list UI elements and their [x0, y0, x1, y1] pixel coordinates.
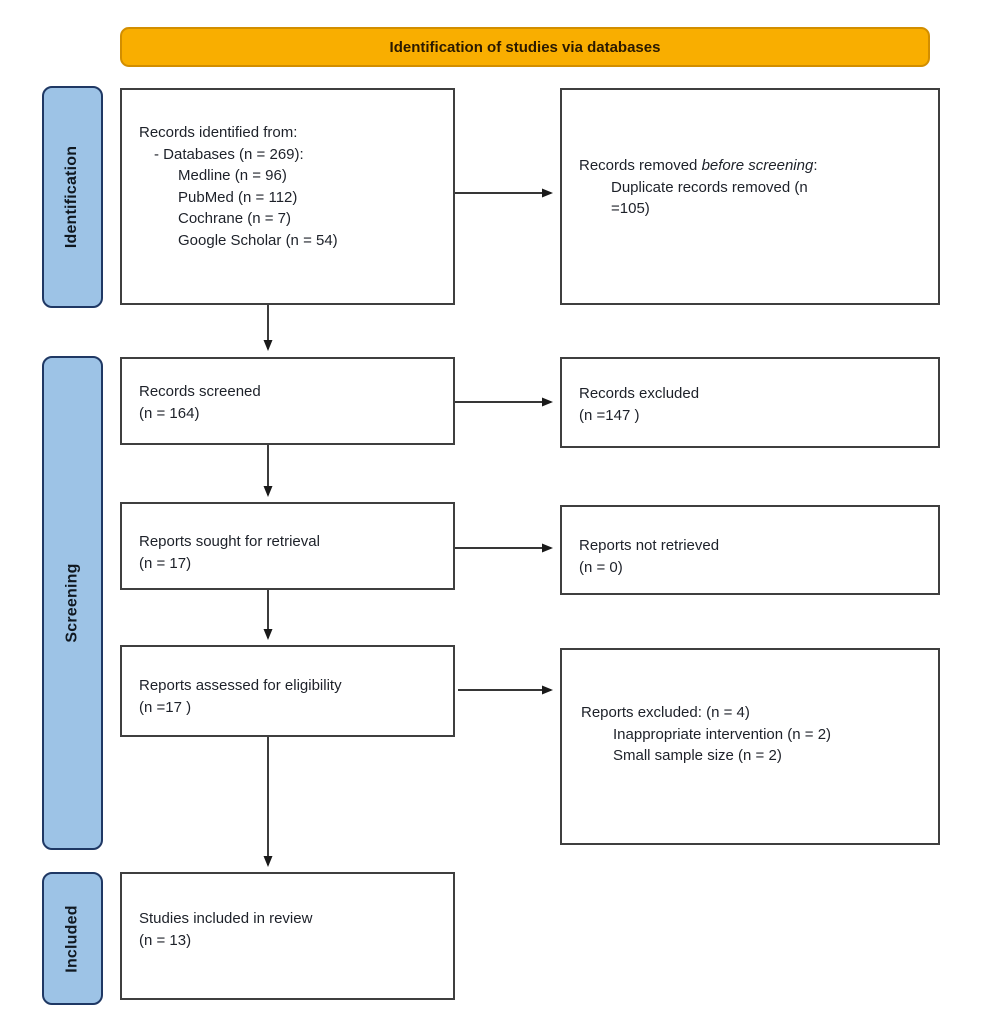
- box-reports-assessed-for-eligibility: Reports assessed for eligibility (n =17 ): [120, 645, 455, 737]
- box-line-segment: Small sample size (n = 2): [613, 747, 782, 764]
- box-line: =105): [611, 198, 930, 220]
- box-line: Reports excluded: (n = 4): [581, 702, 930, 724]
- box-line: Medline (n = 96): [178, 165, 445, 187]
- box-line: - Databases (n = 269):: [154, 144, 445, 166]
- box-studies-included-in-review: Studies included in review (n = 13): [120, 872, 455, 1000]
- box-line-segment: Duplicate records removed (n: [611, 178, 808, 196]
- box-line-segment: Medline (n = 96): [178, 167, 287, 184]
- stage-label-identification-text: Identification: [63, 145, 81, 249]
- box-records-removed-before-screening: Records removed before screening:Duplica…: [560, 88, 940, 305]
- box-line-segment: - Databases (n = 269):: [154, 145, 304, 163]
- stage-label-identification: Identification: [42, 86, 103, 308]
- box-line: (n = 13): [139, 930, 445, 952]
- box-line-segment: Records excluded: [579, 385, 700, 402]
- box-line-segment: :: [813, 157, 818, 174]
- box-line-segment: Inappropriate intervention (n = 2): [613, 725, 832, 743]
- box-line: Reports sought for retrieval: [139, 531, 445, 553]
- box-line: Records removed before screening:: [579, 155, 930, 177]
- box-line-segment: Studies included in review: [139, 910, 313, 927]
- box-line: PubMed (n = 112): [178, 187, 445, 209]
- box-line: Inappropriate intervention (n = 2): [613, 724, 930, 746]
- box-reports-sought-for-retrieval: Reports sought for retrieval (n = 17): [120, 502, 455, 590]
- box-line: Google Scholar (n = 54): [178, 230, 445, 252]
- box-line-segment: Google Scholar (n = 54): [178, 231, 338, 249]
- box-line-segment: Cochrane (n = 7): [178, 210, 291, 227]
- box-line: Reports not retrieved: [579, 535, 930, 557]
- box-line: (n = 0): [579, 557, 930, 579]
- box-line-segment: Reports excluded: (n = 4): [581, 704, 750, 721]
- box-line: (n = 17): [139, 553, 445, 575]
- box-line-segment: Reports assessed for eligibility: [139, 677, 342, 694]
- header-title: Identification of studies via databases: [389, 38, 661, 56]
- box-line-segment: PubMed (n = 112): [178, 188, 298, 206]
- box-line-segment: (n =147 ): [579, 406, 640, 424]
- box-line: (n =17 ): [139, 697, 445, 719]
- box-line-segment: (n = 0): [579, 558, 623, 576]
- box-line-segment: Records identified from:: [139, 124, 298, 141]
- box-line-segment: Records removed: [579, 157, 702, 174]
- stage-label-screening-text: Screening: [63, 563, 81, 643]
- box-reports-not-retrieved: Reports not retrieved (n = 0): [560, 505, 940, 595]
- box-line: Records excluded: [579, 383, 930, 405]
- box-line-segment: Reports not retrieved: [579, 537, 720, 554]
- box-line: (n = 164): [139, 403, 445, 425]
- box-line: Records identified from:: [139, 122, 445, 144]
- box-line-segment: (n =17 ): [139, 698, 192, 716]
- box-line: Duplicate records removed (n: [611, 177, 930, 199]
- box-line: (n =147 ): [579, 405, 930, 427]
- box-line-segment-italic: before screening: [701, 157, 814, 174]
- stage-label-screening: Screening: [42, 356, 103, 850]
- box-records-identified-from: Records identified from: - Databases (n =…: [120, 88, 455, 305]
- box-line: Small sample size (n = 2): [613, 745, 930, 767]
- box-line: Studies included in review: [139, 908, 445, 930]
- box-line-segment: (n = 17): [139, 554, 192, 572]
- box-records-excluded: Records excluded (n =147 ): [560, 357, 940, 448]
- box-line-segment: =105): [611, 200, 650, 217]
- header-banner: Identification of studies via databases: [120, 27, 930, 67]
- box-line-segment: (n = 164): [139, 404, 200, 422]
- box-line-segment: Reports sought for retrieval: [139, 533, 320, 550]
- stage-label-included-text: Included: [63, 904, 81, 973]
- box-records-screened: Records screened (n = 164): [120, 357, 455, 445]
- box-line: Reports assessed for eligibility: [139, 675, 445, 697]
- box-line-segment: (n = 13): [139, 931, 192, 949]
- box-line: Cochrane (n = 7): [178, 208, 445, 230]
- stage-label-included: Included: [42, 872, 103, 1005]
- box-line-segment: Records screened: [139, 383, 261, 400]
- box-reports-excluded: Reports excluded: (n = 4) Inappropriate i…: [560, 648, 940, 845]
- box-line: Records screened: [139, 381, 445, 403]
